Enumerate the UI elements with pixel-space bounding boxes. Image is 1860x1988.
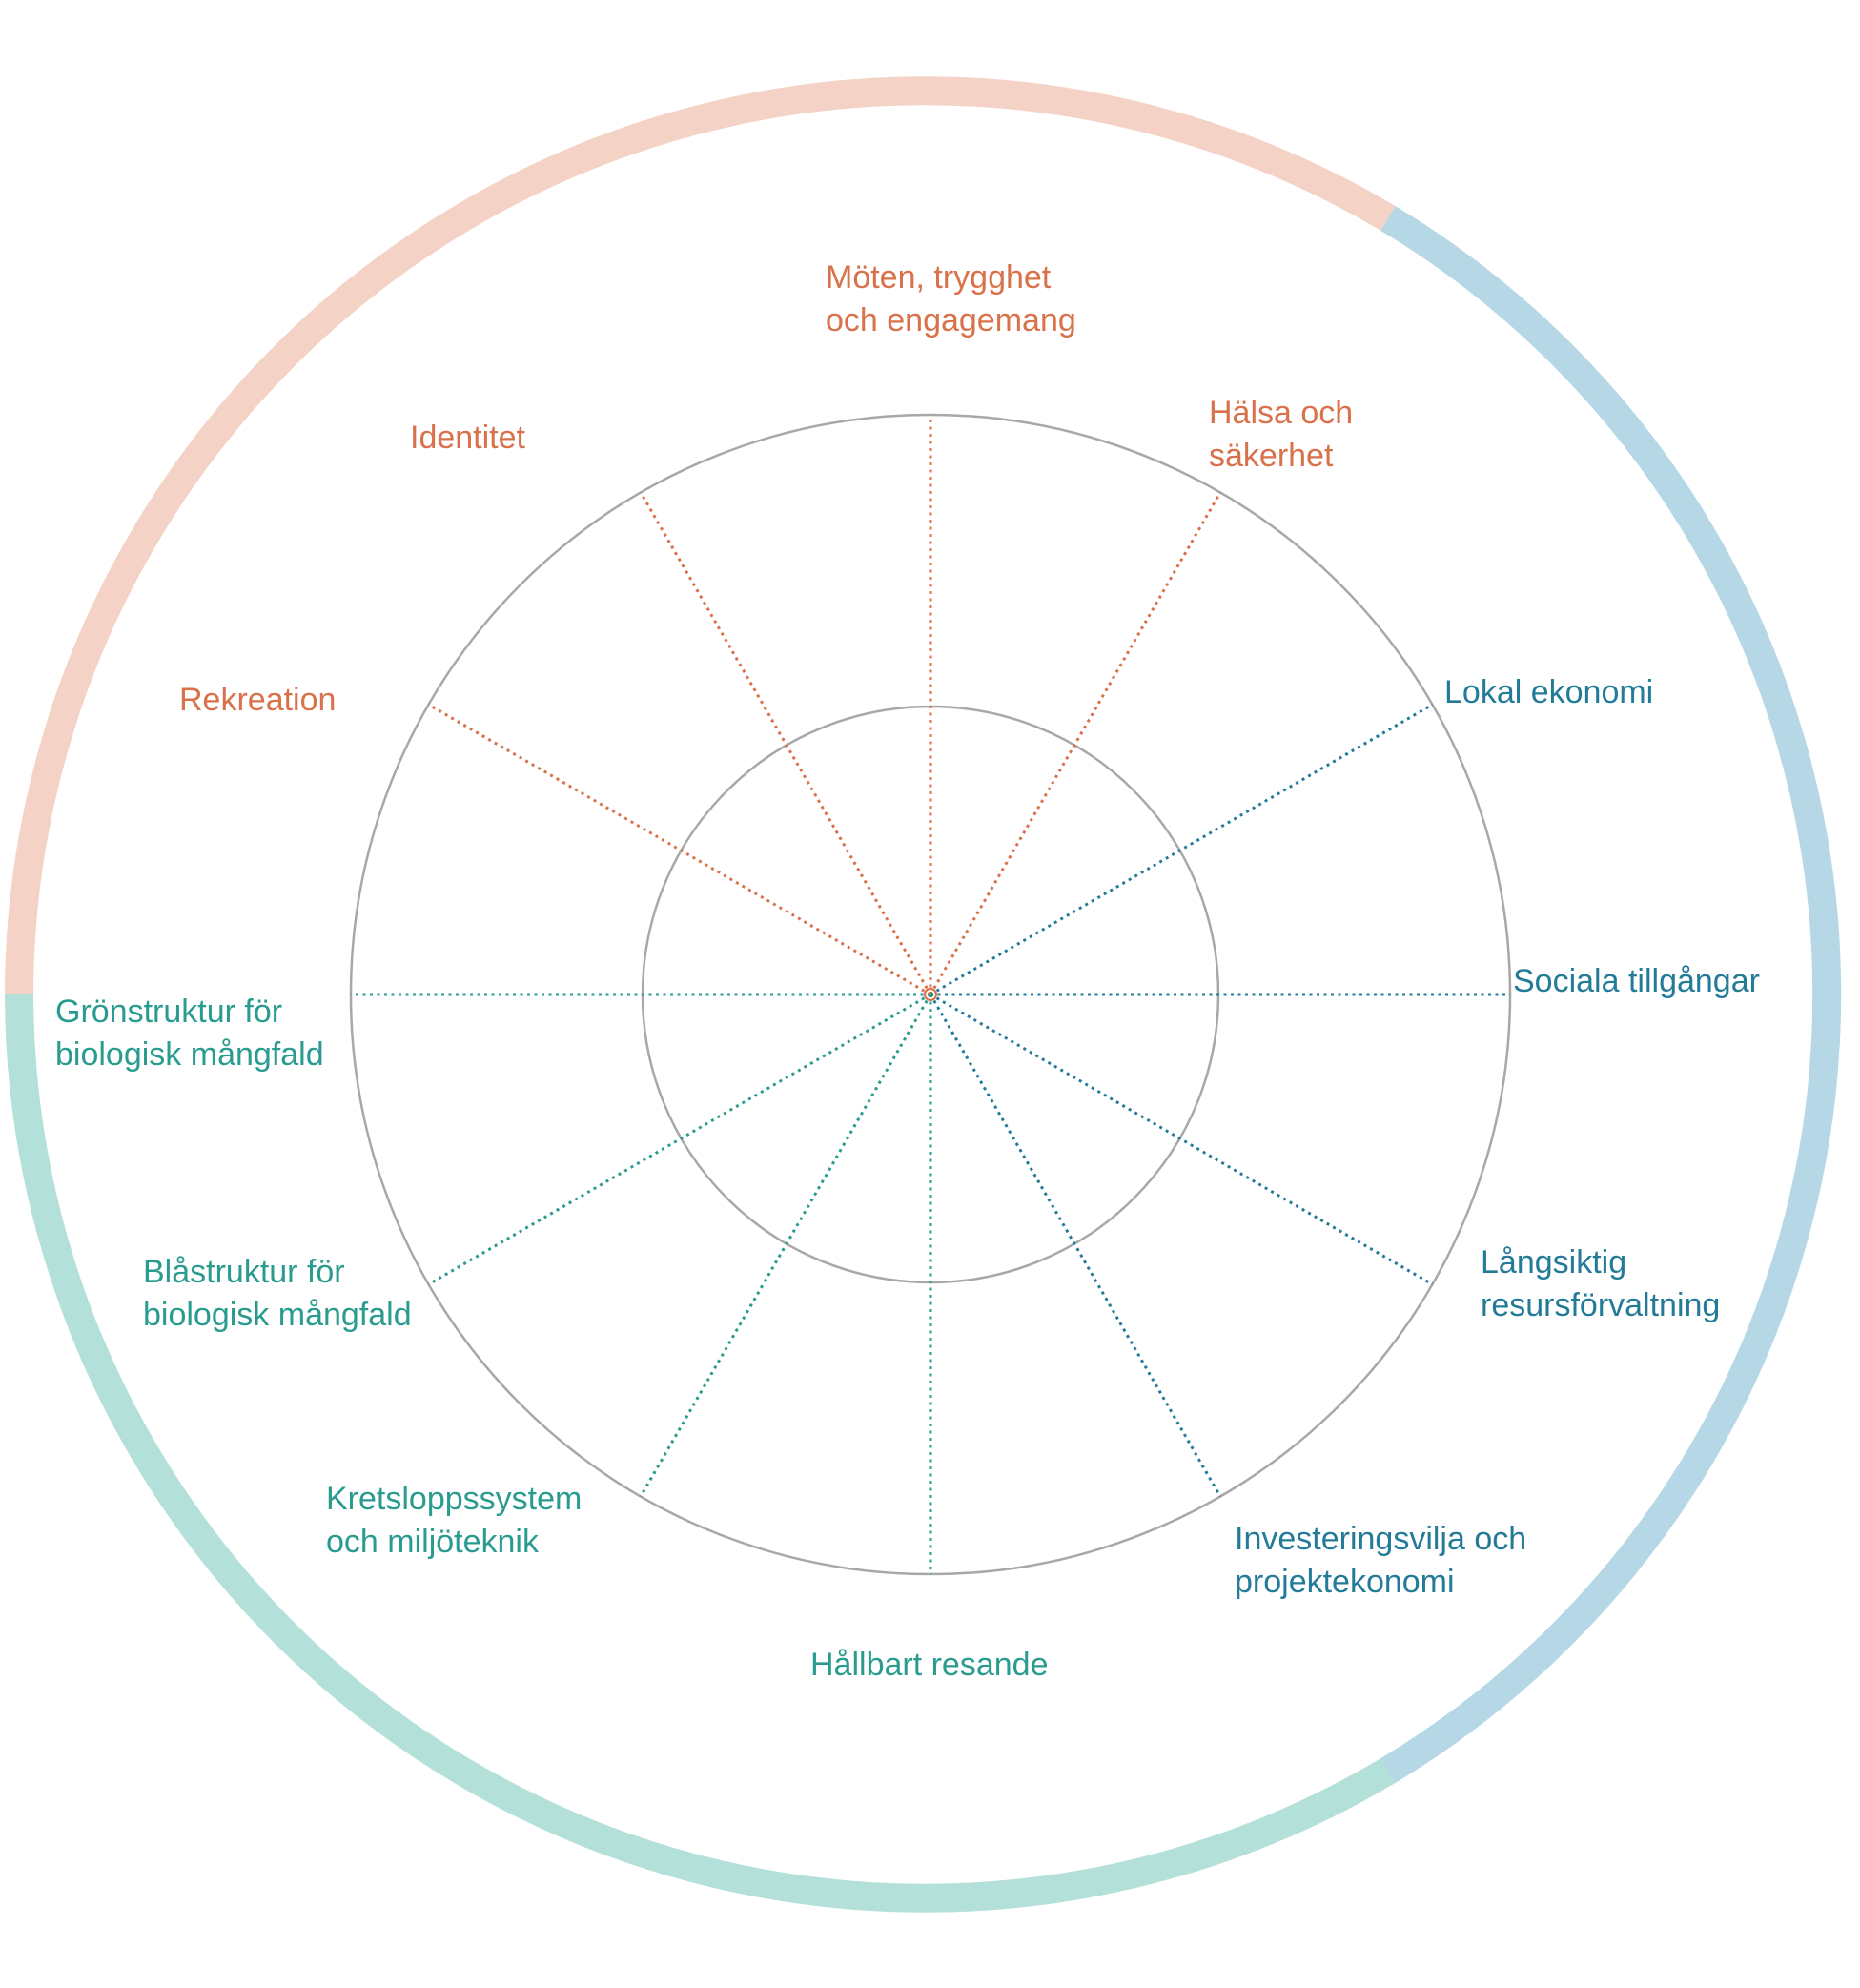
spoke-label-line: biologisk mångfald — [143, 1297, 412, 1333]
spoke-label: Rekreation — [179, 682, 336, 718]
economic-ring-segment — [1380, 206, 1842, 1783]
spoke-label: Kretsloppssystem och miljöteknik — [326, 1481, 582, 1560]
spoke-label-line: biologisk mångfald — [55, 1036, 324, 1073]
spoke-label-line: Sociala tillgångar — [1513, 963, 1760, 999]
spoke-label: Lokal ekonomi — [1444, 674, 1653, 710]
spoke-line — [929, 994, 1222, 1498]
ecological-ring-title-text: Ekologisk hållbarhet — [401, 1348, 724, 1599]
economic-ring-title: Ekonomisk hållbarhet — [1661, 410, 1860, 772]
social-ring-segment — [5, 76, 1396, 995]
center-point — [924, 988, 937, 1001]
spoke-line — [639, 994, 932, 1498]
spoke-label-line: Investeringsvilja och — [1235, 1521, 1526, 1557]
spoke-line — [427, 703, 931, 996]
spoke-label-line: säkerhet — [1209, 438, 1334, 474]
spoke-label-line: och engagemang — [826, 302, 1076, 338]
spoke-label: Möten, trygghet och engagemang — [826, 259, 1076, 338]
spoke-label-line: Rekreation — [179, 682, 336, 718]
spoke-line — [929, 491, 1222, 995]
spoke-label-line: Hållbart resande — [810, 1647, 1048, 1683]
spoke-label-line: Grönstruktur för — [55, 994, 282, 1030]
ecological-ring-title: Ekologisk hållbarhet — [401, 1348, 725, 1599]
spoke-label: Hållbart resande — [810, 1647, 1048, 1683]
spoke-label: Hälsa och säkerhet — [1209, 395, 1353, 474]
spoke-line — [930, 703, 1434, 996]
ecological-ring-segment — [5, 994, 1396, 1913]
spoke-label: Blåstruktur för biologisk mångfald — [143, 1254, 412, 1333]
spoke-line — [639, 491, 932, 995]
spoke-label: Grönstruktur för biologisk mångfald — [55, 994, 324, 1073]
spoke-label: Långsiktig resursförvaltning — [1481, 1244, 1720, 1323]
economic-ring-title-text: Ekonomisk hållbarhet — [1661, 410, 1860, 772]
spoke-label: Investeringsvilja och projektekonomi — [1235, 1521, 1526, 1600]
spoke-label-line: Blåstruktur för — [143, 1254, 345, 1290]
spoke-line — [930, 993, 1434, 1286]
spoke-label-line: Hälsa och — [1209, 395, 1353, 431]
spoke-label: Sociala tillgångar — [1513, 963, 1760, 999]
spoke-label-line: Kretsloppssystem — [326, 1481, 582, 1517]
spoke-label-line: Möten, trygghet — [826, 259, 1052, 296]
spoke-line — [427, 993, 931, 1286]
spokes — [351, 415, 1510, 1574]
spoke-label-line: projektekonomi — [1235, 1564, 1455, 1600]
spoke-label-line: och miljöteknik — [326, 1524, 540, 1560]
spoke-label-line: Långsiktig — [1481, 1244, 1626, 1281]
spoke-label-line: resursförvaltning — [1481, 1287, 1720, 1323]
spoke-label-line: Lokal ekonomi — [1444, 674, 1653, 710]
spoke-label: Identitet — [410, 420, 526, 456]
spoke-label-line: Identitet — [410, 420, 526, 456]
